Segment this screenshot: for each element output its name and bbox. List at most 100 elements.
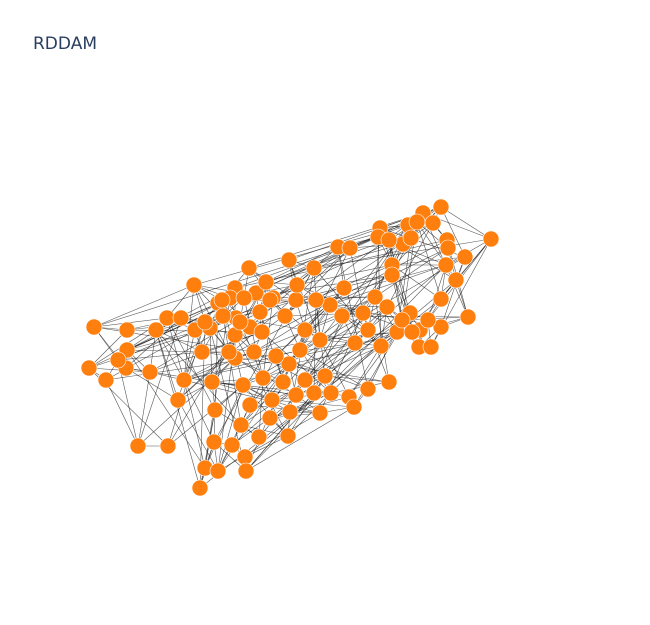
graph-node[interactable] xyxy=(141,363,159,381)
graph-node[interactable] xyxy=(191,479,209,497)
graph-node[interactable] xyxy=(159,437,177,455)
graph-node[interactable] xyxy=(235,289,253,307)
graph-node[interactable] xyxy=(432,318,450,336)
graph-node[interactable] xyxy=(307,291,325,309)
graph-node[interactable] xyxy=(380,231,398,249)
graph-edge xyxy=(167,384,244,447)
graph-node[interactable] xyxy=(346,334,364,352)
graph-node[interactable] xyxy=(437,256,455,274)
graph-node[interactable] xyxy=(237,462,255,480)
graph-node[interactable] xyxy=(359,380,377,398)
graph-node[interactable] xyxy=(276,307,294,325)
graph-node[interactable] xyxy=(447,271,465,289)
graph-node[interactable] xyxy=(118,321,136,339)
graph-node[interactable] xyxy=(459,308,477,326)
graph-node[interactable] xyxy=(253,323,271,341)
graph-node[interactable] xyxy=(267,347,285,365)
graph-node[interactable] xyxy=(372,337,390,355)
graph-node[interactable] xyxy=(236,448,254,466)
graph-node[interactable] xyxy=(205,433,223,451)
graph-node[interactable] xyxy=(341,239,359,257)
graph-node[interactable] xyxy=(220,343,238,361)
graph-node[interactable] xyxy=(287,386,305,404)
graph-node[interactable] xyxy=(393,311,411,329)
graph-node[interactable] xyxy=(231,313,249,331)
graph-node[interactable] xyxy=(129,437,147,455)
graph-node[interactable] xyxy=(158,309,176,327)
graph-node[interactable] xyxy=(241,396,259,414)
graph-node[interactable] xyxy=(311,331,329,349)
graph-node[interactable] xyxy=(250,428,268,446)
graph-node[interactable] xyxy=(288,276,306,294)
graph-edge xyxy=(386,222,434,308)
graph-node[interactable] xyxy=(209,462,227,480)
graph-node[interactable] xyxy=(263,391,281,409)
graph-node[interactable] xyxy=(311,404,329,422)
graph-node[interactable] xyxy=(196,313,214,331)
graph-edge xyxy=(304,329,356,344)
graph-node[interactable] xyxy=(251,303,269,321)
graph-node[interactable] xyxy=(280,251,298,269)
graph-node[interactable] xyxy=(287,291,305,309)
graph-node[interactable] xyxy=(240,259,258,277)
graph-edge xyxy=(167,281,267,447)
graph-node[interactable] xyxy=(366,288,384,306)
graph-node[interactable] xyxy=(147,321,165,339)
graph-node[interactable] xyxy=(291,341,309,359)
graph-node[interactable] xyxy=(354,304,372,322)
graph-node[interactable] xyxy=(203,373,221,391)
graph-node[interactable] xyxy=(305,259,323,277)
graph-node[interactable] xyxy=(281,403,299,421)
graph-node[interactable] xyxy=(245,343,263,361)
graph-node[interactable] xyxy=(97,371,115,389)
graph-node[interactable] xyxy=(254,369,272,387)
graph-node[interactable] xyxy=(296,321,314,339)
graph-node[interactable] xyxy=(232,416,250,434)
graph-node[interactable] xyxy=(321,296,339,314)
graph-node[interactable] xyxy=(305,384,323,402)
graph-node[interactable] xyxy=(257,273,275,291)
graph-node[interactable] xyxy=(279,427,297,445)
graph-node[interactable] xyxy=(214,307,232,325)
graph-node[interactable] xyxy=(322,384,340,402)
graph-edge xyxy=(304,312,364,381)
graph-node[interactable] xyxy=(85,318,103,336)
graph-node[interactable] xyxy=(345,398,363,416)
graph-node[interactable] xyxy=(456,248,474,266)
graph-node[interactable] xyxy=(408,213,426,231)
graph-node[interactable] xyxy=(333,307,351,325)
graph-node[interactable] xyxy=(261,291,279,309)
graph-node[interactable] xyxy=(424,214,442,232)
graph-node[interactable] xyxy=(402,229,420,247)
graph-node[interactable] xyxy=(403,323,421,341)
graph-node[interactable] xyxy=(296,371,314,389)
graph-node[interactable] xyxy=(234,376,252,394)
graph-node[interactable] xyxy=(359,321,377,339)
graph-node[interactable] xyxy=(383,266,401,284)
graph-node[interactable] xyxy=(206,401,224,419)
graph-node[interactable] xyxy=(422,338,440,356)
graph-node[interactable] xyxy=(316,367,334,385)
graph-node[interactable] xyxy=(172,309,190,327)
graph-node[interactable] xyxy=(175,371,193,389)
graph-node[interactable] xyxy=(261,409,279,427)
graph-node[interactable] xyxy=(80,359,98,377)
graph-node[interactable] xyxy=(432,290,450,308)
graph-node[interactable] xyxy=(169,391,187,409)
graph-node[interactable] xyxy=(419,311,437,329)
graph-node[interactable] xyxy=(439,239,457,257)
graph-edge xyxy=(337,246,369,390)
graph-node[interactable] xyxy=(380,373,398,391)
graph-node[interactable] xyxy=(432,198,450,216)
graph-node[interactable] xyxy=(274,373,292,391)
graph-edge xyxy=(271,222,434,401)
graph-node[interactable] xyxy=(213,291,231,309)
graph-node[interactable] xyxy=(335,279,353,297)
graph-node[interactable] xyxy=(280,355,298,373)
graph-node[interactable] xyxy=(223,436,241,454)
graph-node[interactable] xyxy=(185,276,203,294)
graph-node[interactable] xyxy=(482,230,500,248)
graph-node[interactable] xyxy=(109,351,127,369)
graph-node[interactable] xyxy=(378,298,396,316)
graph-node[interactable] xyxy=(193,343,211,361)
